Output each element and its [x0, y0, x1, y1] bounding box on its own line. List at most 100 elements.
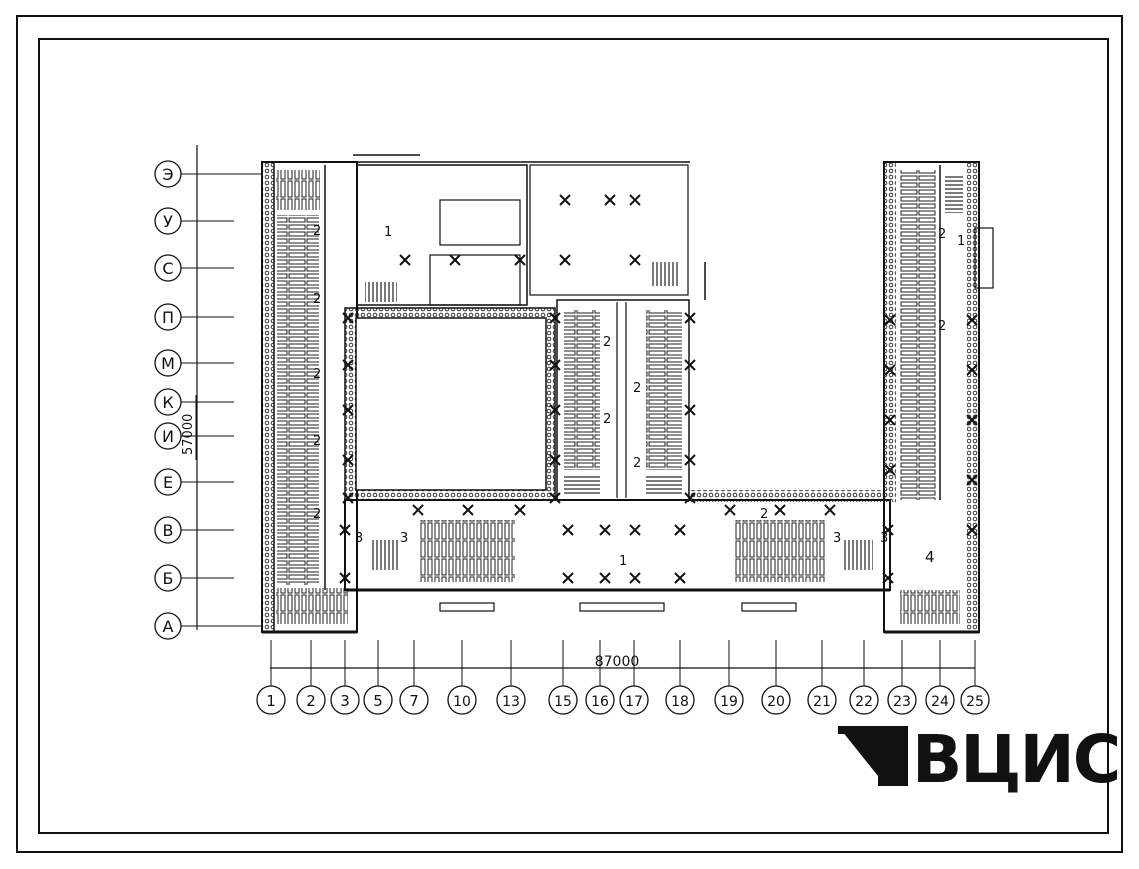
north-block [353, 154, 706, 306]
column-cross-mark [559, 194, 571, 206]
column-axis-marker [330, 685, 360, 715]
column-cross-mark [684, 454, 696, 466]
column-axis-label: 21 [813, 694, 831, 710]
column-cross-mark [549, 359, 561, 371]
row-axis-label: Е [163, 473, 173, 492]
row-axis-label: М [161, 354, 175, 373]
row-axis-label: К [162, 393, 174, 412]
column-cross-mark [684, 312, 696, 324]
column-cross-mark [342, 454, 354, 466]
room-label: 3 [880, 531, 888, 546]
logo-text: ВЦИС [912, 721, 1121, 798]
column-cross-mark [884, 464, 896, 476]
column-cross-mark [629, 194, 641, 206]
column-axis-label: 3 [340, 692, 350, 710]
column-axis-label: 16 [591, 694, 609, 710]
room-label: 1 [957, 234, 965, 249]
column-cross-mark [629, 524, 641, 536]
column-cross-mark [339, 572, 351, 584]
column-axis-marker [887, 685, 917, 715]
room-label: 2 [313, 292, 321, 307]
column-cross-mark [559, 254, 571, 266]
column-axis-label: 20 [767, 694, 785, 710]
outer-frame [16, 15, 1123, 853]
column-cross-mark [629, 254, 641, 266]
column-cross-mark [342, 312, 354, 324]
column-cross-mark [549, 454, 561, 466]
room-label: 1 [619, 554, 627, 569]
row-axis-label: В [163, 521, 174, 540]
row-axis-label: С [162, 259, 173, 278]
column-axis-marker [925, 685, 955, 715]
column-cross-mark [774, 504, 786, 516]
room-label: 2 [938, 319, 946, 334]
column-axis-marker [585, 685, 615, 715]
column-cross-mark [674, 572, 686, 584]
column-axis-marker [761, 685, 791, 715]
room-label: 2 [313, 507, 321, 522]
room-label: 1 [384, 225, 392, 240]
column-cross-mark [549, 492, 561, 504]
logo-mark [838, 726, 908, 786]
column-cross-mark [342, 492, 354, 504]
column-axis-marker [256, 685, 286, 715]
column-cross-mark [966, 364, 978, 376]
column-axis-label: 1 [266, 692, 276, 710]
row-axis-label: П [162, 308, 174, 327]
column-cross-mark [514, 254, 526, 266]
column-axis-marker [849, 685, 879, 715]
column-cross-mark [884, 414, 896, 426]
room-label: 2 [603, 335, 611, 350]
column-cross-mark [549, 312, 561, 324]
column-cross-mark [884, 364, 896, 376]
column-cross-mark [604, 194, 616, 206]
column-cross-mark [562, 524, 574, 536]
column-cross-mark [599, 572, 611, 584]
column-axis-label: 13 [502, 694, 520, 710]
column-cross-mark [514, 504, 526, 516]
column-cross-mark [824, 504, 836, 516]
column-cross-mark [966, 314, 978, 326]
column-axis-marker [807, 685, 837, 715]
column-axis-marker [363, 685, 393, 715]
room-label: 2 [633, 456, 641, 471]
column-axis-marker [447, 685, 477, 715]
row-axis-label: Б [163, 569, 174, 588]
column-cross-mark [342, 404, 354, 416]
room-label: 2 [313, 434, 321, 449]
room-label: 2 [313, 224, 321, 239]
east-wing [883, 161, 994, 634]
room-label: 2 [938, 227, 946, 242]
column-axis-label: 2 [306, 692, 316, 710]
column-cross-mark [674, 524, 686, 536]
column-axis-marker [399, 685, 429, 715]
column-cross-mark [599, 524, 611, 536]
row-axis-label: И [162, 427, 174, 446]
column-axis-marker [548, 685, 578, 715]
column-axis-label: 18 [671, 694, 689, 710]
column-axis-label: 23 [893, 694, 911, 710]
column-cross-mark [684, 404, 696, 416]
row-axis-label: А [163, 617, 174, 636]
row-axis-label: Э [162, 165, 173, 184]
column-cross-mark [884, 314, 896, 326]
central-classrooms [556, 299, 690, 501]
column-cross-mark [549, 404, 561, 416]
column-cross-mark [684, 359, 696, 371]
column-cross-mark [724, 504, 736, 516]
column-cross-mark [412, 504, 424, 516]
column-cross-mark [966, 474, 978, 486]
column-cross-mark [342, 359, 354, 371]
south-block [344, 490, 891, 612]
column-axis-label: 19 [720, 694, 738, 710]
west-wing [261, 161, 358, 634]
column-axis-label: 7 [409, 692, 419, 710]
column-cross-mark [882, 572, 894, 584]
column-axis-marker [714, 685, 744, 715]
room-label: 2 [313, 367, 321, 382]
column-cross-mark [449, 254, 461, 266]
room-label: 2 [603, 412, 611, 427]
column-axis-label: 25 [966, 694, 984, 710]
column-cross-mark [462, 504, 474, 516]
